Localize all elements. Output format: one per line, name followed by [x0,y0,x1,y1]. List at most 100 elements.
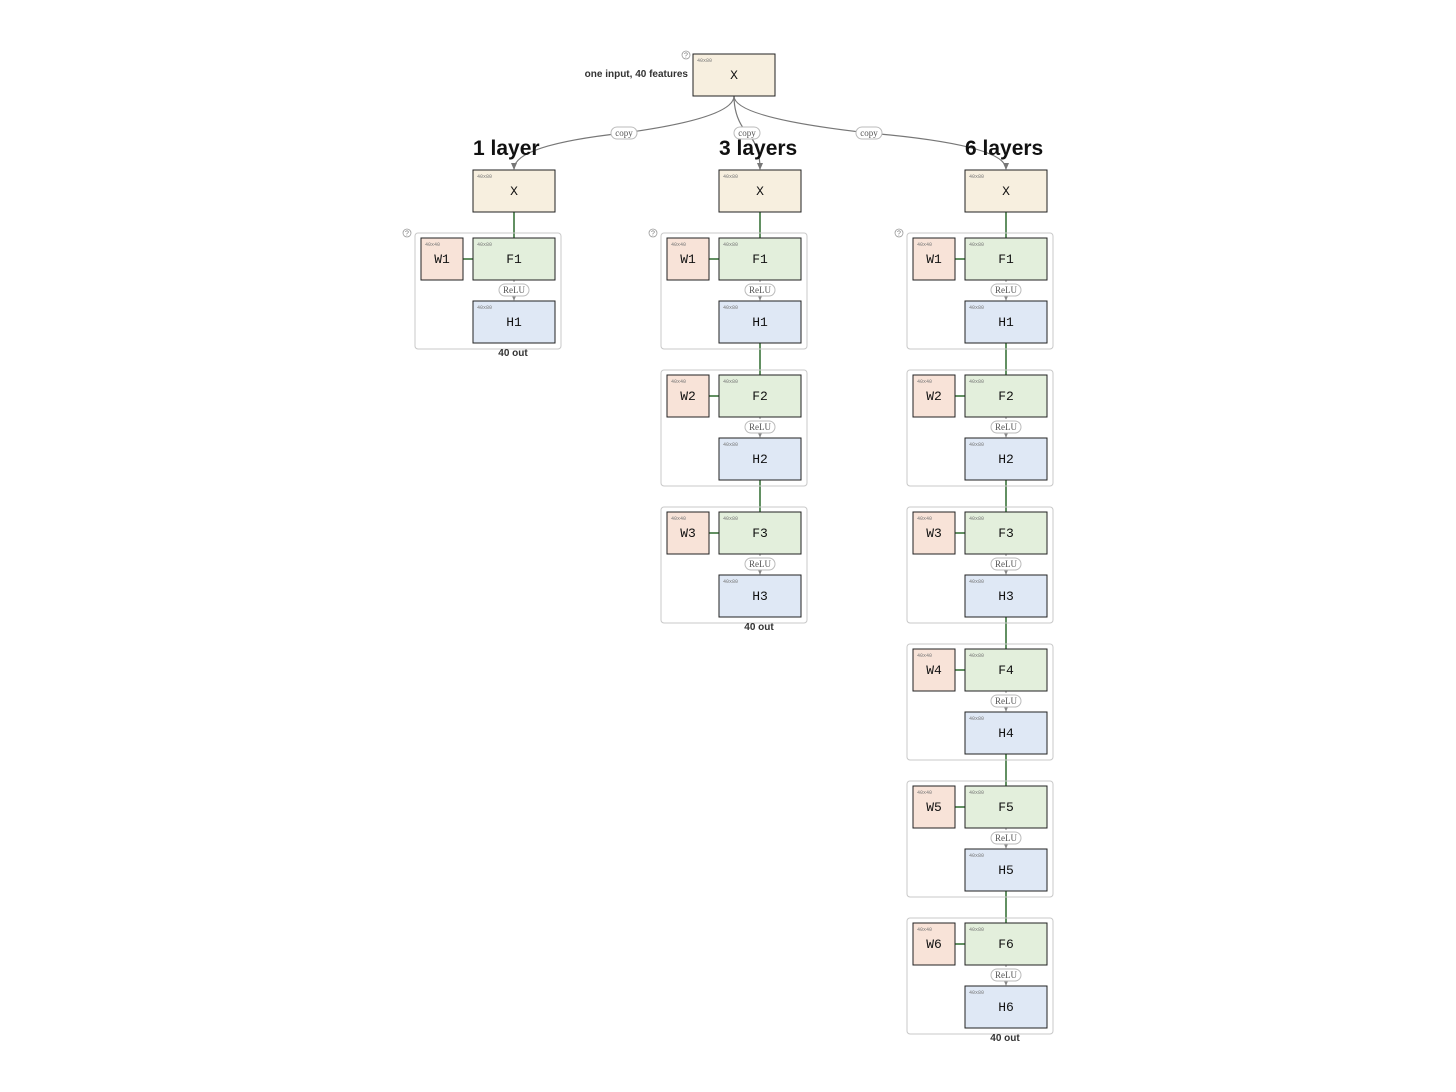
col2-layer1-h-label: H1 [998,315,1014,330]
col2-layer6-w-dim: 40x40 [917,927,932,933]
col1-layer3-w-box [666,511,710,555]
col1-layer2-h-label: H2 [752,452,768,467]
col2-layer5-f-box [964,785,1048,829]
col2-layer1-h-box [964,300,1048,344]
col2-layer4-relu-pill [990,694,1022,708]
col2-layer4-f-dim: 40x80 [969,653,984,659]
col2-layer1-f-dim: 40x80 [969,242,984,248]
copy-label-0-text: copy [615,128,633,138]
col0-output-caption: 40 out [498,348,528,359]
col2-layer6-w-box [912,922,956,966]
col1-layer3-h-label: H3 [752,589,768,604]
col2-layer1-f-label: F1 [998,252,1014,267]
col0-layer1-relu-pill [498,283,530,297]
col1-layer2-f-label: F2 [752,389,768,404]
col2-layer3-f-dim: 40x80 [969,516,984,522]
col2-layer4-w-dim: 40x40 [917,653,932,659]
col1-layer3-f-label: F3 [752,526,768,541]
col2-layer6-f-box [964,922,1048,966]
col2-layer6-h-box [964,985,1048,1029]
col1-layer3-f-box [718,511,802,555]
col1-layer1-relu-text: ReLU [749,285,771,295]
question-circle-icon [402,228,412,238]
col0-layer1-w-label: W1 [434,252,450,267]
root-caption: one input, 40 features [585,69,689,80]
column-title-2: 6 layers [965,137,1043,160]
question-mark-glyph: ? [405,231,409,238]
col2-layer1-f-box [964,237,1048,281]
col0-layer1-w-dim: 40x40 [425,242,440,248]
col2-layer5-h-label: H5 [998,863,1014,878]
col1-layer1-h-label: H1 [752,315,768,330]
col2-layer6-relu-pill [990,968,1022,982]
col1-layer1-w-dim: 40x40 [671,242,686,248]
nodes-layer [420,53,1048,1029]
col2-layer2-relu-text: ReLU [995,422,1017,432]
col2-help-icon: ? [894,228,904,238]
col2-layer2-f-dim: 40x80 [969,379,984,385]
col2-layer5-f-dim: 40x80 [969,790,984,796]
col2-layer1-relu-pill [990,283,1022,297]
col1-layer3-h-dim: 40x80 [723,579,738,585]
question-mark-glyph: ? [684,53,688,60]
col0-layer1-relu-text: ReLU [503,285,525,295]
col2-output-caption: 40 out [990,1033,1020,1044]
col1-layer2-relu-text: ReLU [749,422,771,432]
col2-layer3-f-label: F3 [998,526,1014,541]
col2-layer3-group [906,506,1054,624]
root-x-label: X [730,68,738,83]
col1-layer2-w-box [666,374,710,418]
copy-label-1-pill [733,126,761,140]
col1-layer1-f-dim: 40x80 [723,242,738,248]
col1-input-x-label: X [756,184,764,199]
col1-layer1-w-box [666,237,710,281]
col2-layer4-h-box [964,711,1048,755]
col0-input-x-dim: 40x80 [477,174,492,180]
col1-layer1-h-box [718,300,802,344]
question-circle-icon [681,50,691,60]
col1-layer2-f-dim: 40x80 [723,379,738,385]
question-circle-icon [894,228,904,238]
col2-input-x-dim: 40x80 [969,174,984,180]
col2-layer2-group [906,369,1054,487]
col2-layer4-f-box [964,648,1048,692]
col0-layer1-h-dim: 40x80 [477,305,492,311]
col1-layer2-w-label: W2 [680,389,696,404]
col2-layer6-f-dim: 40x80 [969,927,984,933]
col2-layer2-h-label: H2 [998,452,1014,467]
col2-layer5-w-label: W5 [926,800,942,815]
col0-layer1-group [414,232,562,350]
col2-layer4-h-label: H4 [998,726,1014,741]
column-title-1: 3 layers [719,137,797,160]
col1-layer3-w-dim: 40x40 [671,516,686,522]
root-x-box [692,53,776,97]
col2-layer6-f-label: F6 [998,937,1014,952]
root-help-icon: ? [681,50,691,60]
col1-layer2-w-dim: 40x40 [671,379,686,385]
col2-layer1-relu-text: ReLU [995,285,1017,295]
col2-layer2-h-dim: 40x80 [969,442,984,448]
question-mark-glyph: ? [897,231,901,238]
col1-layer2-h-dim: 40x80 [723,442,738,448]
col2-layer5-w-box [912,785,956,829]
col2-layer3-w-label: W3 [926,526,942,541]
root-x-dim: 40x80 [697,58,712,64]
col1-layer3-w-label: W3 [680,526,696,541]
col2-layer3-f-box [964,511,1048,555]
col1-layer2-f-box [718,374,802,418]
col1-layer3-h-box [718,574,802,618]
column-title-0: 1 layer [473,137,540,160]
col1-layer2-h-box [718,437,802,481]
col2-layer1-w-box [912,237,956,281]
col2-layer3-relu-pill [990,557,1022,571]
col2-layer1-h-dim: 40x80 [969,305,984,311]
col2-layer4-group [906,643,1054,761]
col2-layer2-w-box [912,374,956,418]
copy-label-2-pill [855,126,883,140]
col2-layer5-w-dim: 40x40 [917,790,932,796]
question-circle-icon [648,228,658,238]
col2-layer3-h-dim: 40x80 [969,579,984,585]
col2-layer2-relu-pill [990,420,1022,434]
col2-layer3-relu-text: ReLU [995,559,1017,569]
